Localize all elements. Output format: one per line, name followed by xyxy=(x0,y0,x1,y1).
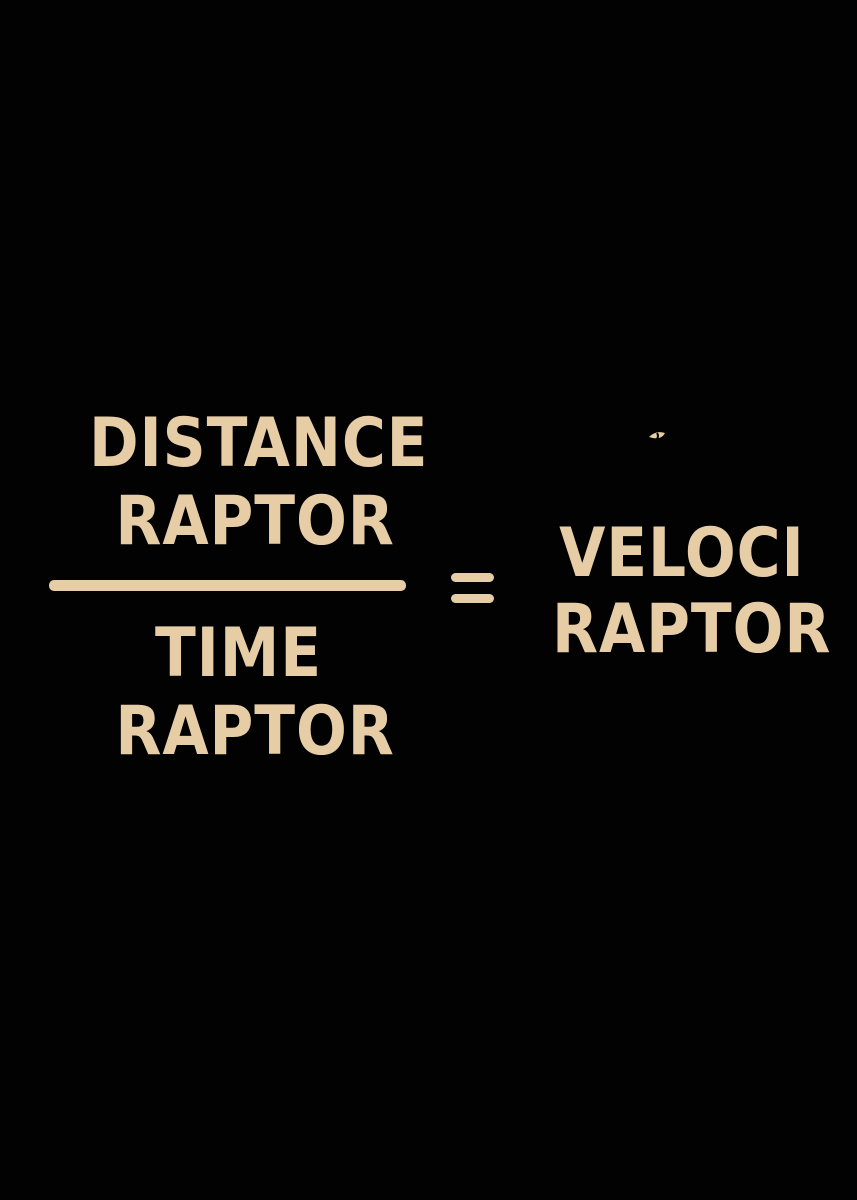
result-word-raptor: RAPTOR xyxy=(552,590,832,669)
fraction-bar xyxy=(49,580,406,591)
denominator-word-time: TIME xyxy=(154,614,322,693)
numerator-word-distance: DISTANCE xyxy=(88,404,429,483)
equals-top-stroke xyxy=(451,573,494,582)
raptor-eye-icon xyxy=(649,432,665,440)
result-word-veloci: VELOCI xyxy=(559,514,805,593)
equals-bottom-stroke xyxy=(451,594,494,603)
numerator-word-raptor: RAPTOR xyxy=(115,482,395,561)
denominator-word-raptor: RAPTOR xyxy=(115,692,395,771)
